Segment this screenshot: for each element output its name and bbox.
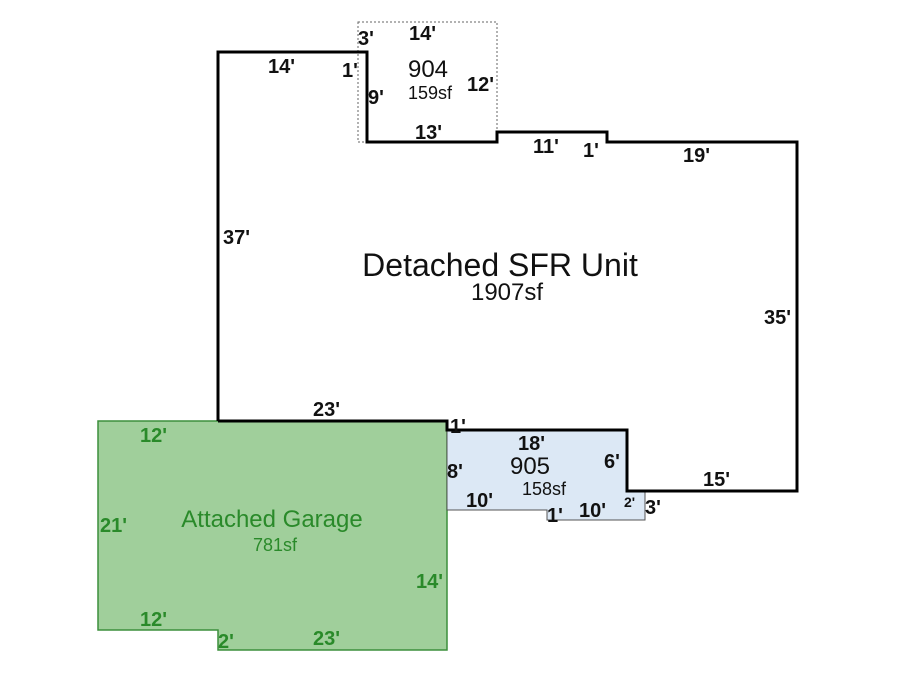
dim-label: 35' (764, 307, 791, 329)
dim-label: 1' (547, 505, 563, 527)
dim-label: 15' (703, 469, 730, 491)
dim-label: 21' (100, 515, 127, 537)
dim-label: 37' (223, 227, 250, 249)
dim-label: 12' (140, 609, 167, 631)
dim-label: 1' (583, 140, 599, 162)
area-904-name: 904 (408, 56, 448, 83)
area-905-area: 158sf (522, 479, 567, 499)
main-unit-outline[interactable] (216, 50, 799, 493)
dim-label: 11' (533, 136, 559, 158)
area-905-name: 905 (510, 453, 550, 480)
dim-label: 12' (140, 425, 167, 447)
dim-label: 13' (415, 122, 442, 144)
dim-label: 10' (466, 490, 493, 512)
dim-label: 19' (683, 145, 710, 167)
dim-label: 12' (467, 74, 494, 96)
main-unit-area: 1907sf (471, 279, 543, 306)
dim-label: 23' (313, 399, 340, 421)
dim-label: 9' (368, 87, 384, 109)
dim-label: 23' (313, 628, 340, 650)
dim-label: 14' (416, 571, 443, 593)
dim-label: 2' (624, 494, 635, 510)
dim-label: 1' (342, 60, 358, 82)
dim-label: 2' (218, 631, 234, 653)
garage-name: Attached Garage (181, 506, 362, 533)
garage-area-value: 781sf (253, 535, 298, 555)
area-904-area: 159sf (408, 83, 453, 103)
dim-label: 14' (409, 23, 436, 45)
dim-label: 14' (268, 56, 295, 78)
main-unit-name: Detached SFR Unit (362, 247, 638, 283)
dim-label: 3' (645, 497, 661, 519)
dim-label: 6' (604, 451, 620, 473)
dim-label: 18' (518, 433, 545, 455)
dim-label: 1' (450, 416, 466, 438)
dim-label: 3' (358, 28, 374, 50)
dim-label: 8' (447, 461, 463, 483)
dim-label: 10' (579, 500, 606, 522)
